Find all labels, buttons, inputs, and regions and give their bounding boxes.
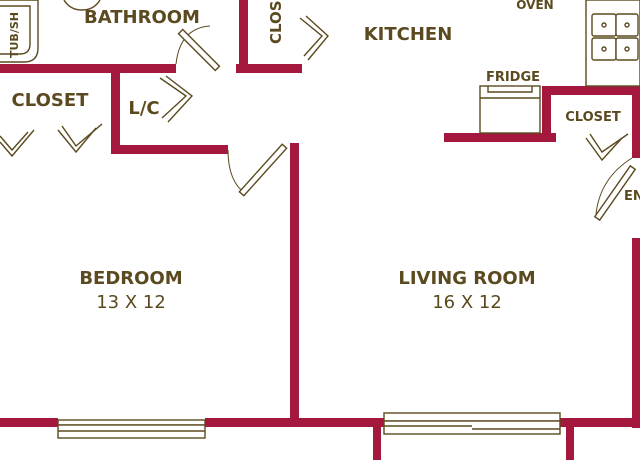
bedroom-door [227,143,288,197]
wall-bedroom-living [290,143,299,425]
label-fridge: FRIDGE [486,70,540,85]
entry-door [593,157,637,222]
label-living-size: 16 X 12 [432,292,502,313]
toilet-icon [63,0,101,11]
tub-outline [0,0,39,63]
wall-right-lower [632,238,640,428]
wall-stub-right [566,418,574,460]
label-entry: EN [624,189,640,204]
fixtures [0,0,640,134]
label-bathroom: BATHROOM [84,7,200,28]
label-closet-right: CLOSET [565,110,621,125]
label-linen: L/C [128,98,159,119]
wall-top-left [0,64,176,73]
bedroom-window [57,419,206,439]
label-oven: OVEN [516,0,553,12]
wall-closet-top [542,86,640,95]
top-closet-door [299,15,329,61]
label-tub: TUB/SH [8,12,21,58]
windows [57,412,561,439]
wall-closet-left [542,86,551,142]
wall-kitchen-lower [444,133,556,142]
wall-bedroom-top [111,145,228,154]
room-labels: BATHROOM TUB/SH CLOS KITCHEN OVEN FRIDGE… [8,0,640,313]
label-bedroom-size: 13 X 12 [96,292,166,313]
wall-stub-left [373,418,381,460]
left-closet-doors [0,123,103,158]
linen-closet-door [159,75,194,123]
label-bedroom: BEDROOM [79,268,182,289]
fridge-icon [479,85,541,134]
wall-linen-vertical [111,64,120,154]
label-kitchen: KITCHEN [364,24,453,45]
label-closet-top: CLOS [267,0,285,44]
living-window [383,412,561,435]
wall-bottom-1 [0,418,58,427]
label-closet-left: CLOSET [12,90,90,111]
wall-right-upper [632,86,640,158]
wall-bottom-2 [205,418,385,427]
doors [0,15,637,222]
wall-bath-divider [239,0,248,73]
label-living: LIVING ROOM [398,268,535,289]
wall-top-right [236,64,302,73]
wall-bottom-3 [558,418,640,427]
stove-icon [585,0,640,87]
right-closet-doors [585,133,629,162]
bathroom-door [175,25,221,72]
